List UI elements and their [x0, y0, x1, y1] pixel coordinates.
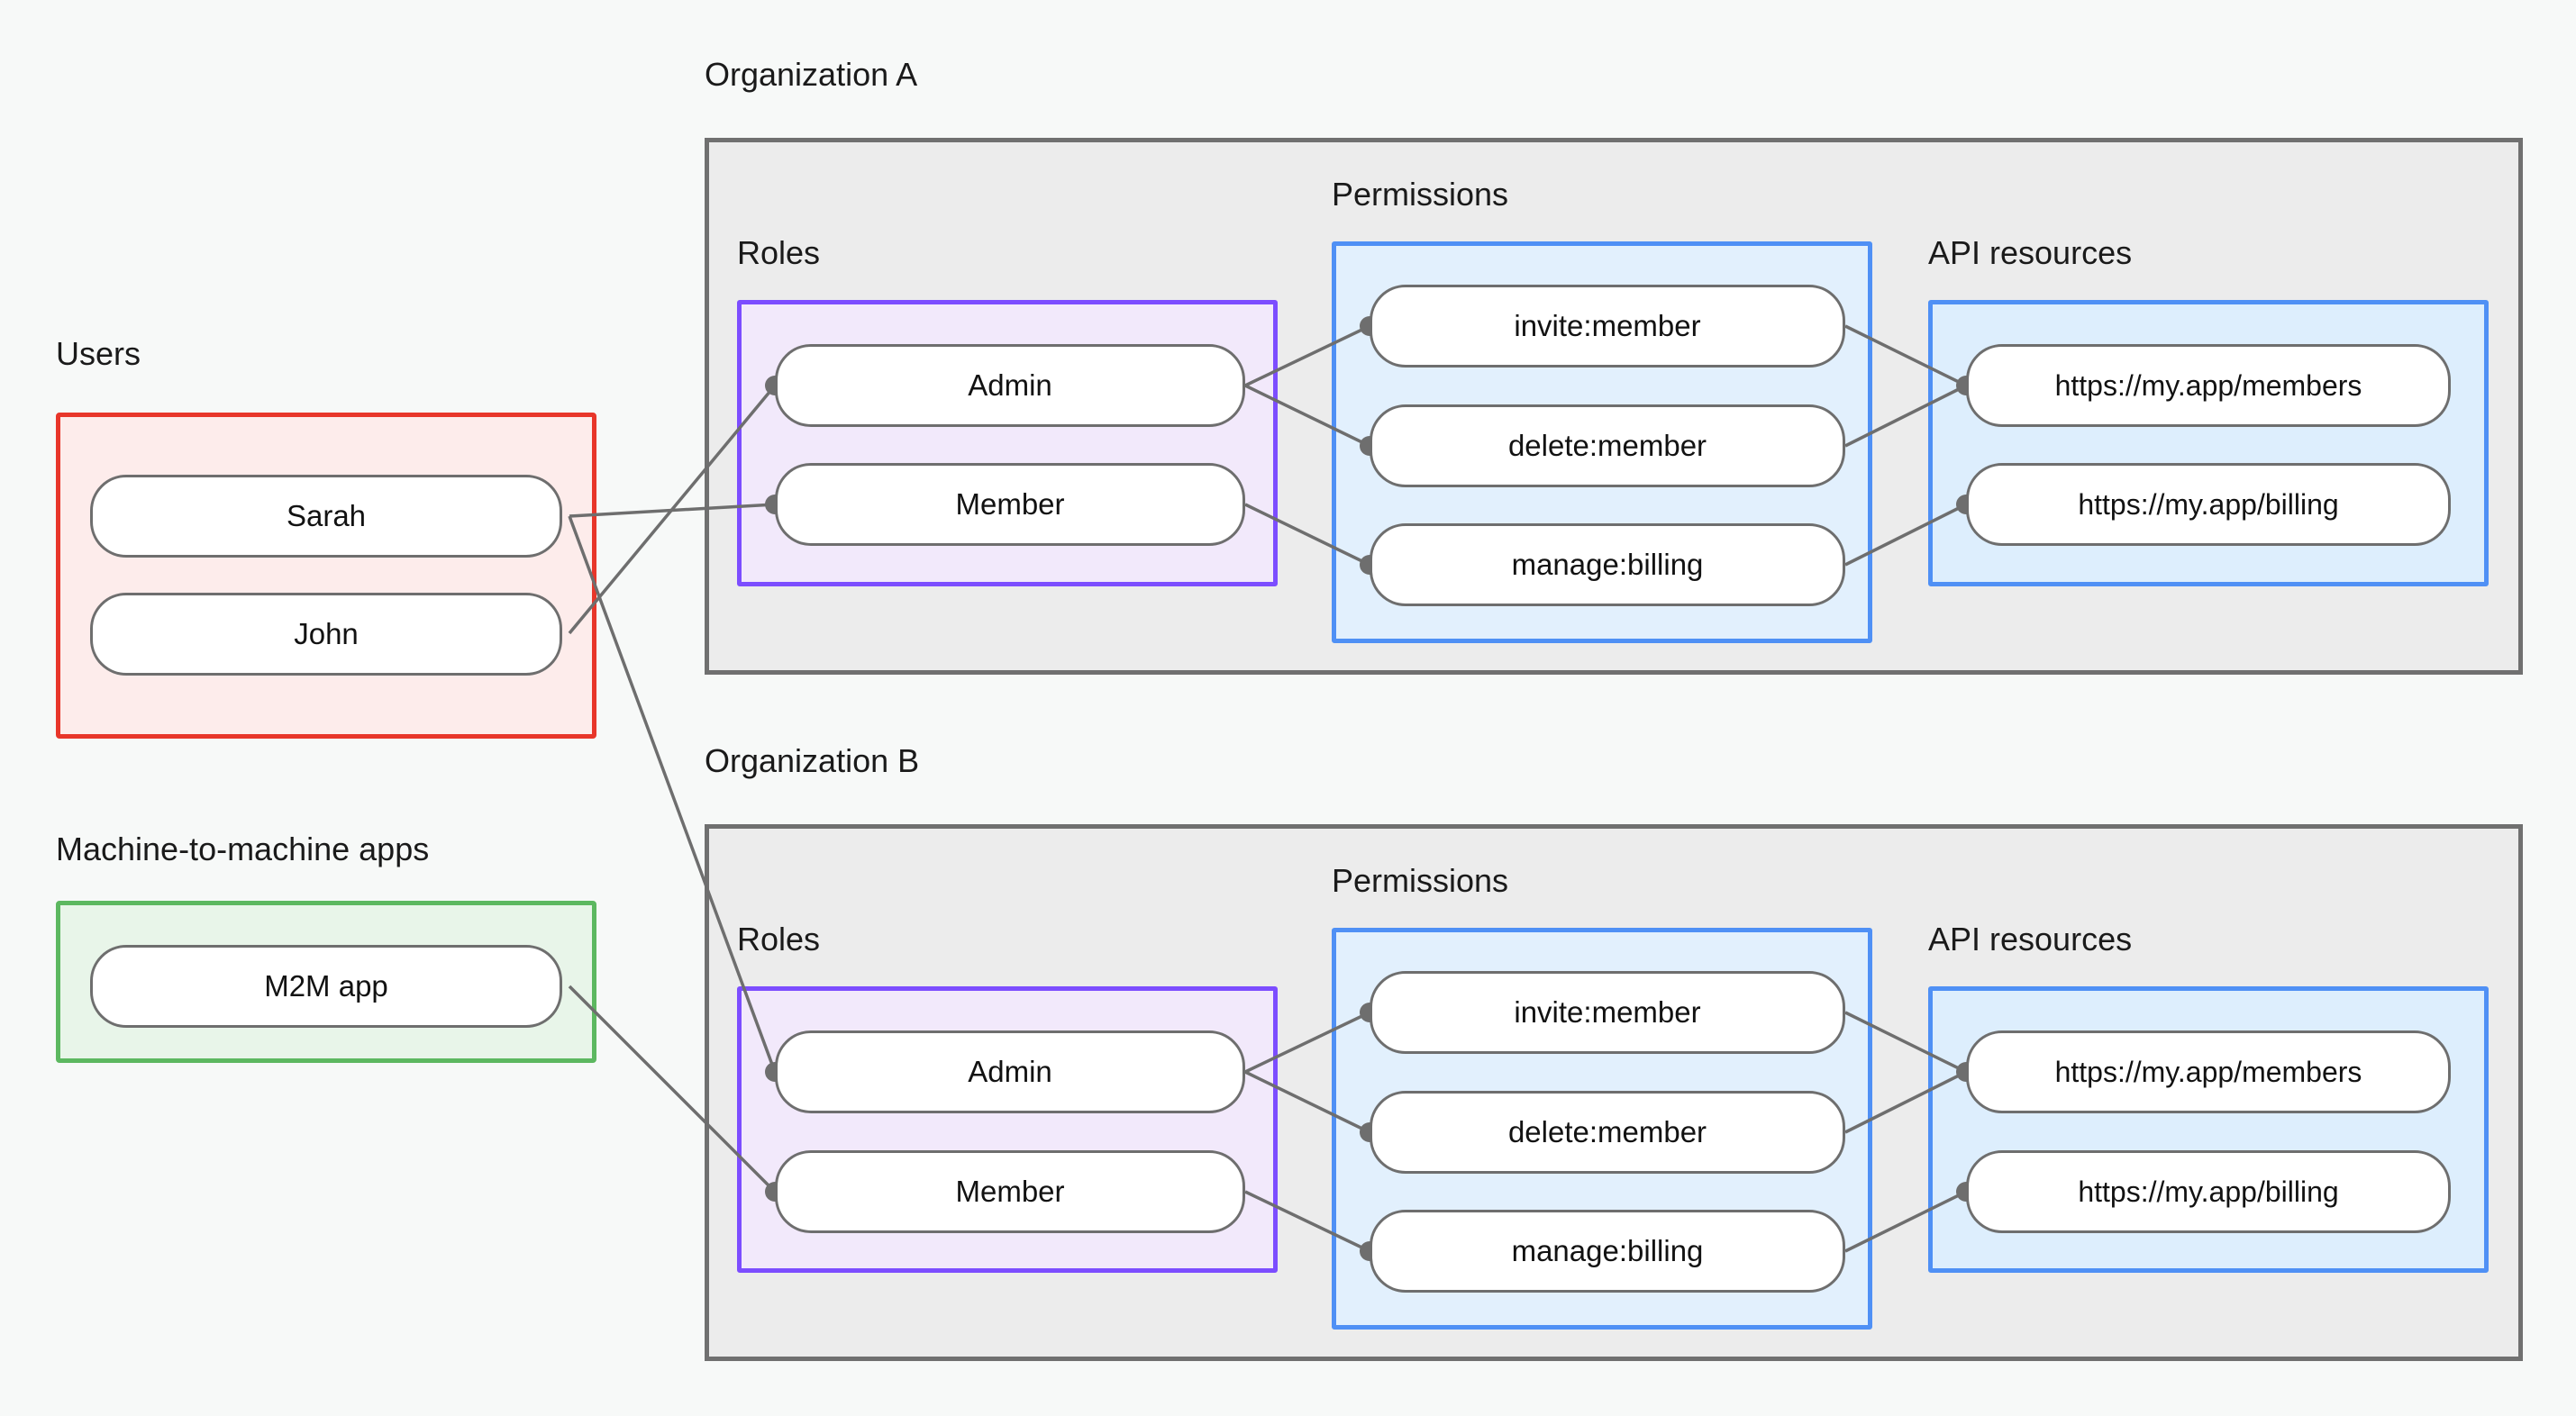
user-node-john[interactable]: John — [90, 593, 562, 676]
user-node-sarah[interactable]: Sarah — [90, 475, 562, 558]
org-b-role-admin[interactable]: Admin — [775, 1030, 1245, 1113]
users-group-label: Users — [56, 335, 141, 372]
org-a-title: Organization A — [705, 56, 918, 93]
m2m-node-app[interactable]: M2M app — [90, 945, 562, 1028]
org-a-role-admin[interactable]: Admin — [775, 344, 1245, 427]
users-container — [56, 413, 596, 739]
org-a-permissions-label: Permissions — [1332, 176, 1509, 213]
m2m-group-label: Machine-to-machine apps — [56, 831, 430, 867]
org-a-api-billing[interactable]: https://my.app/billing — [1966, 463, 2451, 546]
org-a-permission-invite-member[interactable]: invite:member — [1370, 285, 1845, 368]
org-a-permission-manage-billing[interactable]: manage:billing — [1370, 523, 1845, 606]
org-b-role-member[interactable]: Member — [775, 1150, 1245, 1233]
org-b-permission-delete-member[interactable]: delete:member — [1370, 1091, 1845, 1174]
org-a-api-label: API resources — [1928, 234, 2133, 271]
org-a-api-members[interactable]: https://my.app/members — [1966, 344, 2451, 427]
org-b-api-label: API resources — [1928, 921, 2133, 958]
org-b-permission-manage-billing[interactable]: manage:billing — [1370, 1210, 1845, 1293]
org-a-roles-label: Roles — [737, 234, 821, 271]
org-b-permissions-label: Permissions — [1332, 862, 1509, 899]
org-a-role-member[interactable]: Member — [775, 463, 1245, 546]
org-a-permission-delete-member[interactable]: delete:member — [1370, 404, 1845, 487]
org-b-api-billing[interactable]: https://my.app/billing — [1966, 1150, 2451, 1233]
org-b-roles-label: Roles — [737, 921, 821, 958]
org-b-permission-invite-member[interactable]: invite:member — [1370, 971, 1845, 1054]
org-b-title: Organization B — [705, 742, 920, 779]
org-b-api-members[interactable]: https://my.app/members — [1966, 1030, 2451, 1113]
